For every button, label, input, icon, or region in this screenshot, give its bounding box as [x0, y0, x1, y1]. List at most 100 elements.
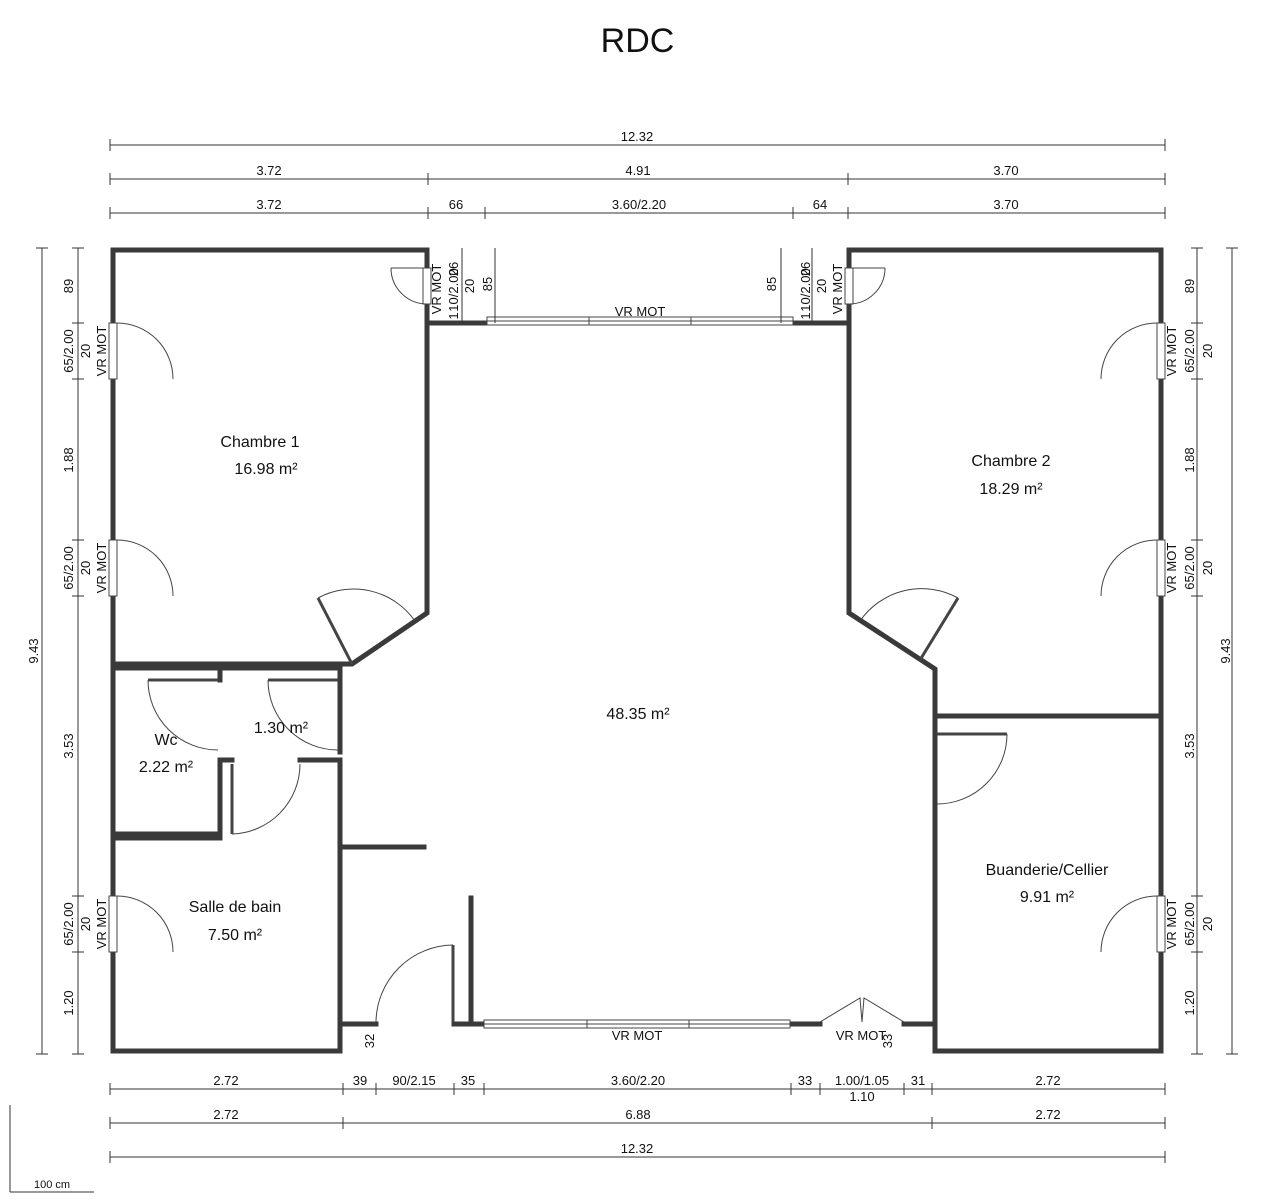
room-buanderie-name: Buanderie/Cellier — [985, 862, 1109, 879]
label-vr-left-1: VR MOT — [94, 326, 109, 377]
dim-bottom-r1-4: 35 — [461, 1073, 475, 1088]
dim-right-total: 9.43 — [1218, 638, 1233, 663]
label-vr-right-3: VR MOT — [1164, 899, 1179, 950]
dim-bottom-r1-2: 39 — [353, 1073, 367, 1088]
label-small-33: 33 — [880, 1034, 895, 1048]
label-bay-offset-left: 85 — [480, 277, 495, 291]
label-small-window-top-right: 10/2.00 — [798, 268, 813, 311]
dim-right-seg-2: 65/2.00 — [1182, 329, 1197, 372]
label-small-gap-top-right: 1 — [798, 312, 813, 319]
dim-right-seg-6: 65/2.00 — [1182, 902, 1197, 945]
room-wc-name: Wc — [154, 732, 178, 749]
room-sas-area: 1.30 m² — [253, 720, 309, 737]
room-wc-area: 2.22 m² — [138, 759, 194, 776]
label-small-sill-top-left: 20 — [462, 279, 477, 293]
dim-left-seg-3: 1.88 — [61, 447, 76, 472]
dim-top-total: 12.32 — [621, 129, 654, 144]
dim-right-seg-4: 65/2.00 — [1182, 546, 1197, 589]
label-small-gap-top-left: 1 — [446, 312, 461, 319]
dim-bottom-r1-1: 2.72 — [213, 1073, 238, 1088]
label-vr-top-left: VR MOT — [429, 264, 444, 315]
label-small-32: 32 — [362, 1034, 377, 1048]
dim-left-seg-2: 65/2.00 — [61, 329, 76, 372]
dim-right-seg-3: 1.88 — [1182, 447, 1197, 472]
dim-left-total: 9.43 — [26, 638, 41, 663]
room-chambre-1-area: 16.98 m² — [234, 461, 298, 478]
dim-right-sill-1: 20 — [1200, 344, 1215, 358]
dim-top-r2-2: 4.91 — [625, 163, 650, 178]
dim-bottom-r2-1: 2.72 — [213, 1107, 238, 1122]
dim-right-seg-7: 1.20 — [1182, 990, 1197, 1015]
room-buanderie-area: 9.91 m² — [1019, 889, 1075, 906]
dim-bottom-r1-8: 31 — [911, 1073, 925, 1088]
wall-wc — [110, 661, 235, 837]
dimensions-bottom — [109, 1083, 1166, 1163]
dimensions-top-windows — [461, 248, 813, 323]
wall-chambre-1 — [110, 247, 430, 667]
dim-top-r3-4: 64 — [813, 197, 827, 212]
dim-bottom-r1-3: 90/2.15 — [392, 1073, 435, 1088]
dim-left-seg-7: 1.20 — [61, 990, 76, 1015]
label-vr-left-3: VR MOT — [94, 899, 109, 950]
label-small-width-top-left: 26 — [446, 262, 461, 276]
dim-right-sill-2: 20 — [1200, 561, 1215, 575]
label-bay-offset-right: 85 — [764, 277, 779, 291]
dim-bottom-r2-2: 6.88 — [625, 1107, 650, 1122]
dim-left-sill-1: 20 — [78, 344, 93, 358]
label-vr-bay-bottom: VR MOT — [612, 1028, 663, 1043]
dimensions-top — [109, 139, 1166, 219]
window-right-2 — [1156, 539, 1166, 597]
scale-bar-label: 100 cm — [34, 1179, 70, 1191]
door-chambre-1-leaf — [316, 597, 354, 665]
dim-top-r3-2: 66 — [449, 197, 463, 212]
label-vr-top-right: VR MOT — [830, 264, 845, 315]
room-chambre-1-name: Chambre 1 — [220, 434, 300, 451]
window-right-1 — [1156, 322, 1166, 380]
dim-left-sill-2: 20 — [78, 561, 93, 575]
window-left-1 — [108, 322, 118, 380]
dim-bottom-r2-3: 2.72 — [1035, 1107, 1060, 1122]
dim-left-seg-1: 89 — [61, 279, 76, 293]
label-small-sill-top-right: 20 — [814, 279, 829, 293]
door-chambre-2-leaf — [918, 597, 960, 661]
label-small-width-top-right: 26 — [798, 262, 813, 276]
label-vr-bay-top: VR MOT — [615, 304, 666, 319]
dim-bottom-r1-5: 3.60/2.20 — [611, 1073, 665, 1088]
dim-bottom-r1-6: 33 — [798, 1073, 812, 1088]
label-vr-right-1: VR MOT — [1164, 326, 1179, 377]
walls — [110, 247, 1164, 1054]
small-window-top-right — [844, 267, 854, 305]
room-chambre-2-area: 18.29 m² — [979, 481, 1043, 498]
room-salle-de-bain-area: 7.50 m² — [207, 927, 263, 944]
openings — [108, 267, 1166, 1029]
room-sejour-area: 48.35 m² — [606, 706, 670, 723]
label-vr-right-2: VR MOT — [1164, 543, 1179, 594]
label-vr-left-2: VR MOT — [94, 543, 109, 594]
scale-bar — [9, 1105, 94, 1193]
dim-left-seg-4: 65/2.00 — [61, 546, 76, 589]
dim-bottom-r1-sub: 1.10 — [849, 1089, 874, 1104]
dim-bottom-total: 12.32 — [621, 1141, 654, 1156]
label-small-window-top-left: 10/2.00 — [446, 268, 461, 311]
dim-right-seg-1: 89 — [1182, 279, 1197, 293]
dim-right-seg-5: 3.53 — [1182, 733, 1197, 758]
dim-left-sill-3: 20 — [78, 917, 93, 931]
dim-top-r3-1: 3.72 — [256, 197, 281, 212]
window-left-2 — [108, 539, 118, 597]
dimensions-left — [36, 247, 84, 1055]
dim-bottom-r1-9: 2.72 — [1035, 1073, 1060, 1088]
dim-right-sill-3: 20 — [1200, 917, 1215, 931]
plan-title: RDC — [600, 22, 675, 60]
dim-top-r2-3: 3.70 — [993, 163, 1018, 178]
room-salle-de-bain-name: Salle de bain — [188, 899, 282, 916]
dim-top-r3-5: 3.70 — [993, 197, 1018, 212]
label-vr-door-bottom: VR MOT — [836, 1028, 887, 1043]
window-right-3 — [1156, 895, 1166, 953]
dimensions-right — [1191, 247, 1238, 1055]
wall-buanderie — [932, 713, 1164, 1054]
dim-left-seg-5: 3.53 — [61, 733, 76, 758]
window-left-3 — [108, 895, 118, 953]
dim-top-r2-1: 3.72 — [256, 163, 281, 178]
dim-top-r3-3: 3.60/2.20 — [612, 197, 666, 212]
